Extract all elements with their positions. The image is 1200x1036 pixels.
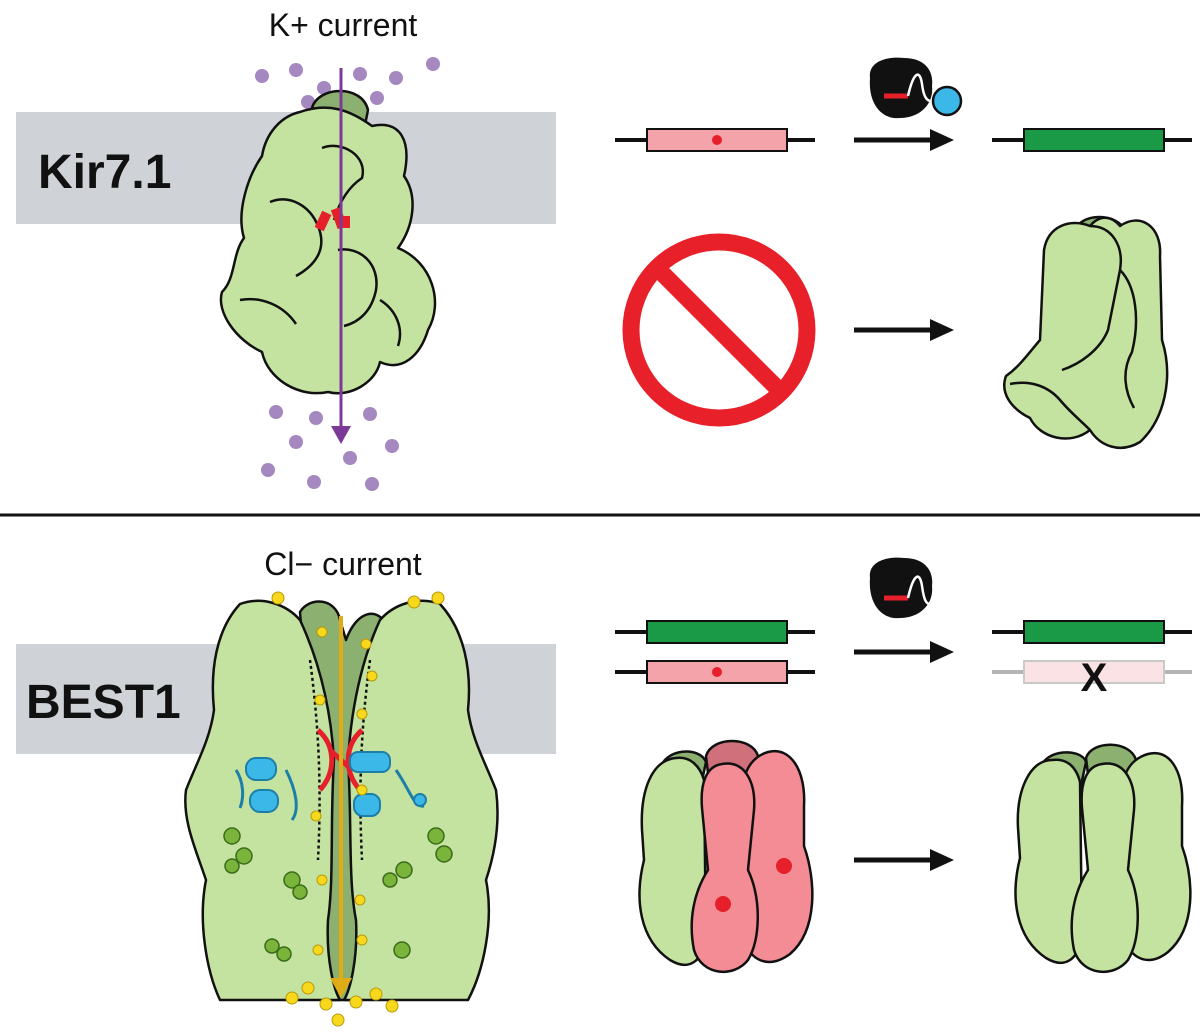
best1-cyan-helices <box>234 751 427 821</box>
wildtype-best1-protein <box>1014 743 1192 973</box>
knockout-x-mark: X <box>1081 656 1108 700</box>
cl-current-arrow <box>330 616 352 998</box>
arrow-icon-top-edit <box>854 129 954 151</box>
best1-green-residues <box>223 827 453 962</box>
heteromeric-best1-protein <box>638 739 814 973</box>
wildtype-gene-bottom-right <box>992 620 1192 644</box>
bottom-panel: BEST1 Cl− current <box>16 546 1192 1027</box>
k-current-arrow <box>331 68 351 444</box>
top-panel: Kir7.1 K+ current <box>16 7 1192 491</box>
editor-enzyme-icon-top <box>869 57 963 119</box>
cl-ion-dots <box>271 591 445 1027</box>
corrected-gene-top <box>992 128 1192 152</box>
restored-kir71-protein <box>1003 215 1169 449</box>
arrow-icon-bottom-edit <box>854 641 954 663</box>
wildtype-gene-bottom-left <box>615 620 815 644</box>
mutant-gene-top <box>615 128 815 152</box>
kir71-label: Kir7.1 <box>38 146 171 199</box>
kir71-protein <box>219 89 437 395</box>
cl-current-label: Cl− current <box>264 546 422 582</box>
k-ion-dots <box>255 57 440 491</box>
prohibition-icon <box>622 233 816 427</box>
arrow-icon-top-protein <box>854 319 954 341</box>
arrow-icon-bottom-protein <box>854 849 954 871</box>
editor-enzyme-icon-bottom <box>869 557 933 619</box>
mutant-gene-bottom-left <box>615 660 815 684</box>
knocked-out-gene-bottom-right: X <box>992 656 1192 700</box>
best1-label: BEST1 <box>26 676 181 729</box>
kir71-mutation-marks <box>314 206 350 232</box>
k-current-label: K+ current <box>269 7 418 43</box>
best1-protein <box>184 599 499 1002</box>
